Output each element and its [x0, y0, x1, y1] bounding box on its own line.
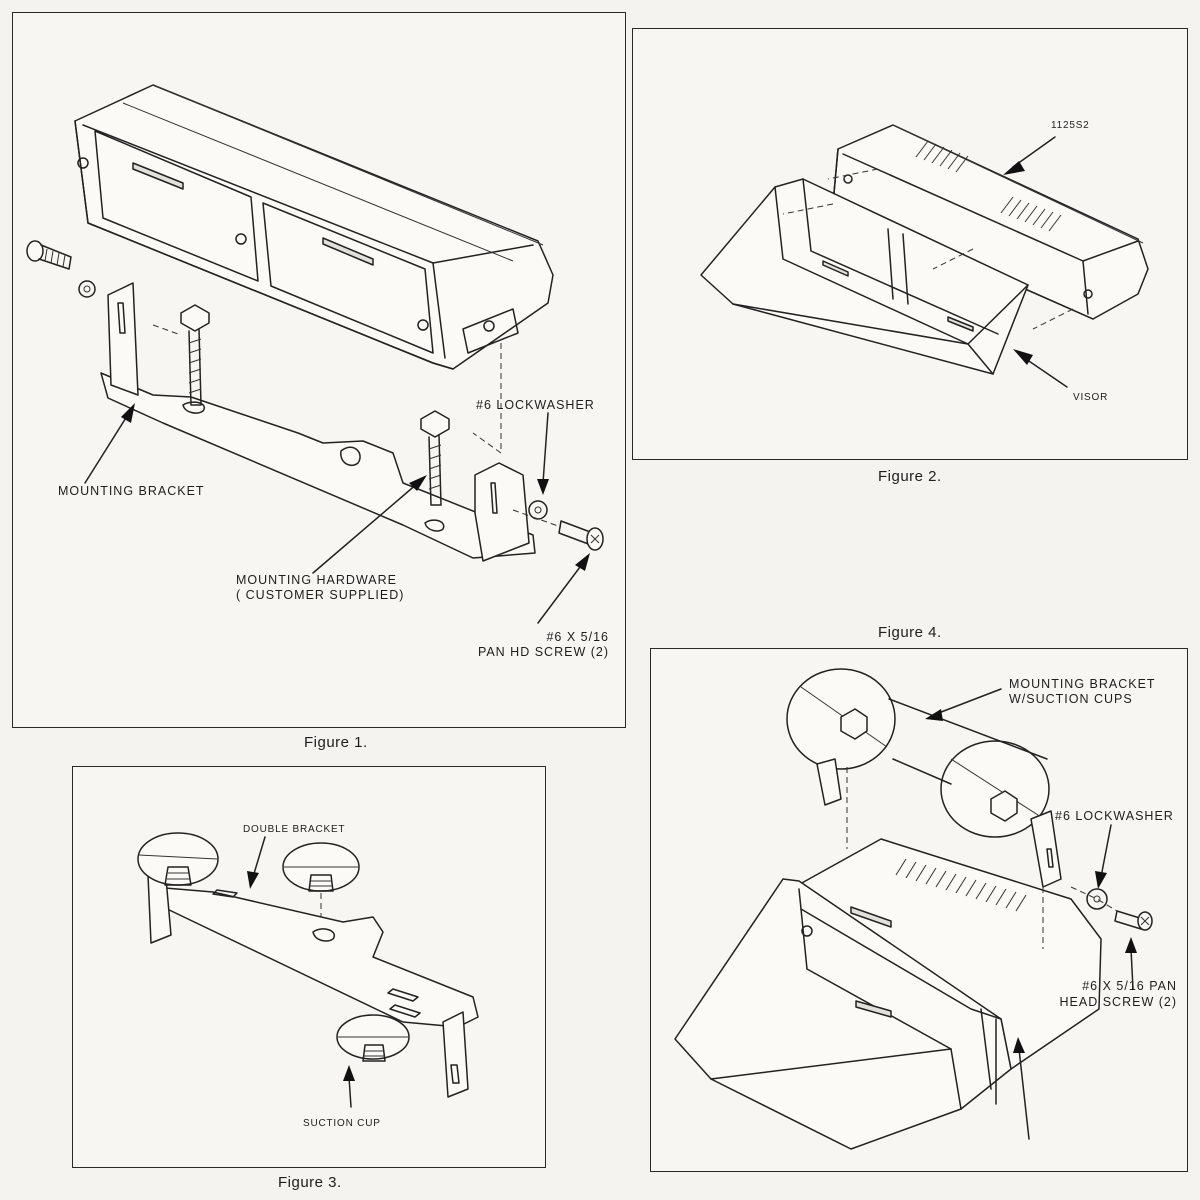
pan-screw-right — [558, 520, 604, 551]
leader-arrows-fig1 — [84, 403, 590, 624]
figure-1-drawing — [26, 84, 604, 624]
model-number-label: 1125S2 — [1051, 120, 1090, 131]
light-housing-with-visor — [674, 838, 1102, 1150]
figure-2-panel: 1125S2 VISOR — [632, 28, 1188, 460]
pan-screw-fig4 — [1114, 910, 1153, 931]
figure-2-drawing — [700, 124, 1149, 388]
screw-size-label-fig4: #6 X 5/16 PAN — [1082, 979, 1177, 993]
leader-arrows-fig3 — [247, 836, 355, 1108]
mounting-bolt-left — [180, 304, 210, 406]
double-bracket-label: DOUBLE BRACKET — [243, 824, 346, 835]
visor-label: VISOR — [1073, 392, 1109, 403]
light-bar-housing — [74, 84, 554, 370]
screw-size-label: #6 X 5/16 — [546, 630, 609, 644]
figure-4-caption: Figure 4. — [878, 624, 942, 641]
mounting-bolt-right — [420, 410, 450, 506]
lockwasher-label-fig4: #6 LOCKWASHER — [1055, 809, 1174, 823]
double-bracket-part — [147, 866, 479, 1098]
figure-3-drawing — [137, 832, 479, 1108]
figure-4-panel: MOUNTING BRACKET W/SUCTION CUPS #6 LOCKW… — [650, 648, 1188, 1172]
lockwasher-left — [78, 280, 96, 298]
leader-arrows-fig2 — [1003, 136, 1068, 388]
lockwasher-right — [528, 500, 548, 520]
figure-2-caption: Figure 2. — [878, 468, 942, 485]
mounting-hardware-label: MOUNTING HARDWARE — [236, 573, 397, 587]
mounting-bracket-part — [100, 282, 536, 562]
suction-cup-left — [137, 832, 219, 886]
leader-arrows-fig4 — [925, 688, 1137, 1140]
visor-part — [700, 178, 1029, 375]
suction-cup-right — [336, 1014, 410, 1062]
figure-3-caption: Figure 3. — [278, 1174, 342, 1191]
suction-cup-middle — [282, 842, 360, 917]
suction-cup-label: SUCTION CUP — [303, 1118, 381, 1129]
figure-1-panel: MOUNTING BRACKET #6 LOCKWASHER MOUNTING … — [12, 12, 626, 728]
lockwasher-fig4 — [1086, 888, 1108, 910]
suction-cups-label: W/SUCTION CUPS — [1009, 692, 1133, 706]
bracket-with-suction-cups-label: MOUNTING BRACKET — [1009, 677, 1156, 691]
suction-cup-bracket — [786, 668, 1062, 888]
pan-screw-left — [26, 240, 72, 270]
customer-supplied-label: ( CUSTOMER SUPPLIED) — [236, 588, 405, 602]
figure-4-drawing — [674, 668, 1153, 1150]
head-screw-label-fig4: HEAD SCREW (2) — [1059, 995, 1177, 1009]
figure-3-panel: DOUBLE BRACKET SUCTION CUP — [72, 766, 546, 1168]
mounting-bracket-label: MOUNTING BRACKET — [58, 484, 205, 498]
pan-hd-screw-label: PAN HD SCREW (2) — [477, 645, 609, 659]
lockwasher-label: #6 LOCKWASHER — [476, 398, 595, 412]
figure-1-caption: Figure 1. — [304, 734, 368, 751]
